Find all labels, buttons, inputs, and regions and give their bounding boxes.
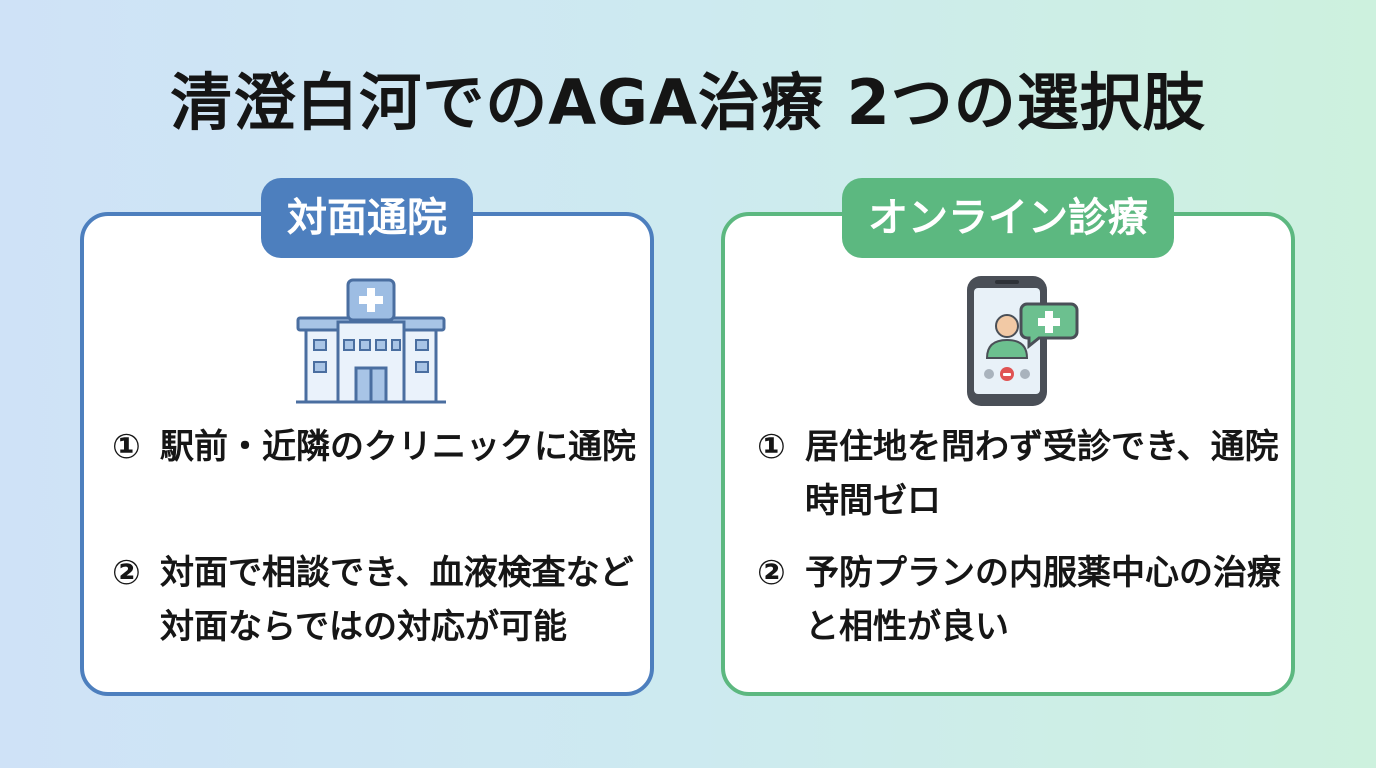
- point-text: 対面で相談でき、血液検査など対面ならではの対応が可能: [160, 553, 634, 647]
- online-card: オンライン診療 ① 居住地を問わず受診でき、通院時間ゼロ ② 予防プランの内服薬…: [721, 178, 1295, 696]
- in-person-point-2: ② 対面で相談でき、血液検査など対面ならではの対応が可能: [112, 546, 642, 654]
- point-text: 駅前・近隣のクリニックに通院: [160, 427, 636, 467]
- point-number: ②: [112, 553, 141, 593]
- in-person-point-1: ① 駅前・近隣のクリニックに通院: [112, 420, 642, 474]
- in-person-badge: 対面通院: [261, 178, 473, 258]
- online-point-1: ① 居住地を問わず受診でき、通院時間ゼロ: [757, 420, 1287, 528]
- online-badge: オンライン診療: [842, 178, 1174, 258]
- point-number: ①: [112, 427, 141, 467]
- hospital-icon: [296, 278, 446, 404]
- point-number: ②: [757, 553, 786, 593]
- point-text: 居住地を問わず受診でき、通院時間ゼロ: [805, 427, 1279, 521]
- point-number: ①: [757, 427, 786, 467]
- page-title: 清澄白河でのAGA治療 2つの選択肢: [170, 66, 1206, 139]
- online-point-2: ② 予防プランの内服薬中心の治療と相性が良い: [757, 546, 1287, 654]
- in-person-card: 対面通院 ① 駅前・近隣のクリニックに通院 ② 対面で相談でき、血液検査など対: [80, 178, 654, 696]
- point-text: 予防プランの内服薬中心の治療と相性が良い: [805, 553, 1281, 647]
- smartphone-video-consult-icon: [967, 276, 1079, 406]
